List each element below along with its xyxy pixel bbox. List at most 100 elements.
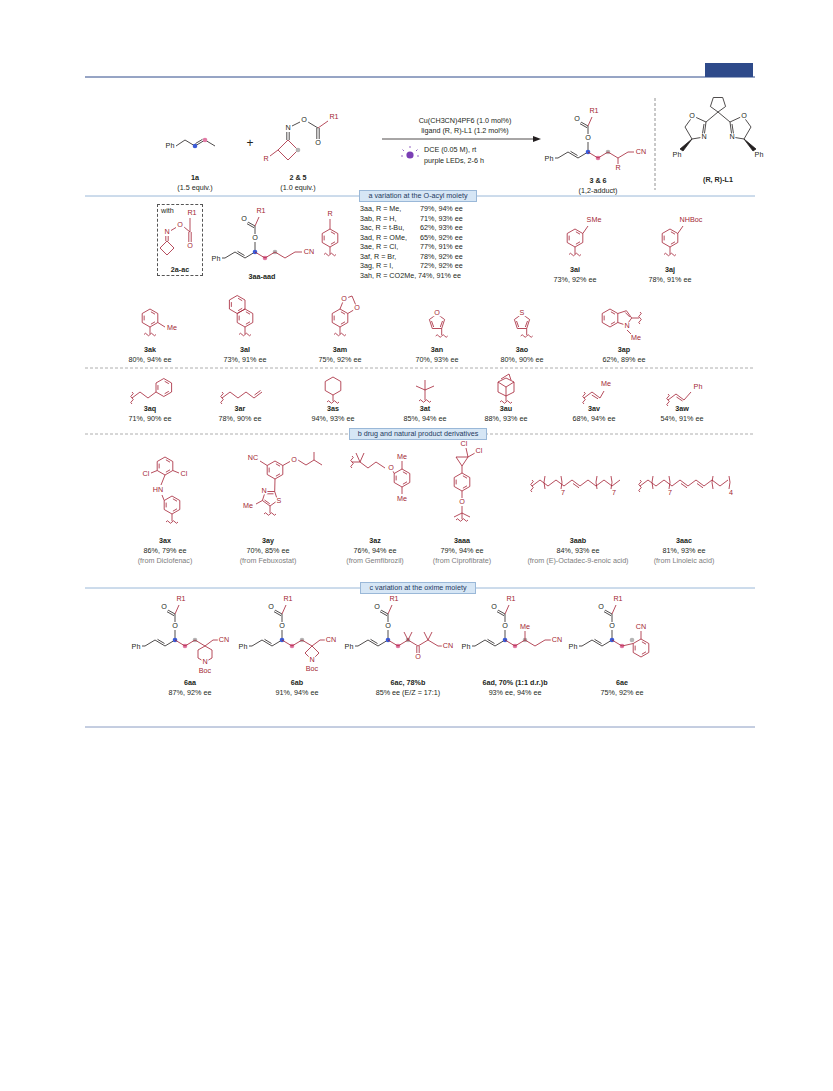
product-structures <box>330 219 331 229</box>
atom-label: CN <box>551 636 563 643</box>
product-structures <box>454 448 475 519</box>
node-text: with <box>161 207 199 214</box>
yield-text: 94%, 93% ee <box>312 415 355 422</box>
atom-label: R1 <box>175 595 186 602</box>
plus-sign: + <box>246 137 253 149</box>
condition-text: 3ag, R = I, <box>360 262 393 269</box>
atom-label: Cl <box>142 470 151 477</box>
atom-label: CN <box>218 636 230 643</box>
condition-text: 77%, 91% ee <box>420 243 463 250</box>
atom-label: Ph <box>165 142 176 149</box>
product-structures <box>456 457 468 466</box>
product-structures <box>132 392 156 398</box>
product-structures <box>158 323 165 328</box>
atom-label: R1 <box>255 207 266 214</box>
product-structures <box>166 521 178 524</box>
compound-number: 3av <box>588 405 600 412</box>
atom-label: NC <box>247 454 259 461</box>
atom-label: O <box>597 603 605 610</box>
compound-number: 3aaa <box>454 537 470 544</box>
atom-label: O <box>176 221 184 228</box>
atom-label: R <box>326 210 333 217</box>
section-band: c variation at the oxime moiety <box>360 582 475 594</box>
product-structures <box>249 605 304 648</box>
atom-label: O <box>584 134 592 141</box>
condition-text: 3ae, R = Cl, <box>360 243 398 250</box>
product-structures <box>419 400 431 403</box>
atom-label: O <box>278 622 286 629</box>
atom-label: S <box>276 497 283 504</box>
atom-label: O <box>608 622 616 629</box>
yield-text: 71%, 90% ee <box>129 415 172 422</box>
condition-text: purple LEDs, 2-6 h <box>424 157 484 164</box>
compound-number: 2 & 5 <box>289 174 306 181</box>
compound-number: 6ae <box>616 679 628 686</box>
yield-text: 84%, 93% ee <box>557 547 600 554</box>
scheme-text: ligand (R, R)-L1 (1.2 mol%) <box>421 127 508 134</box>
atom-label: R1 <box>328 113 339 120</box>
product-structures <box>355 605 410 648</box>
yield-text: 80%, 94% ee <box>129 356 172 363</box>
source-note: (from Febuxostat) <box>240 557 297 564</box>
condition-text: 3af, R = Br, <box>360 253 396 260</box>
yield-text: 81%, 93% ee <box>663 547 706 554</box>
product-structures <box>454 473 470 491</box>
product-structures <box>157 457 173 475</box>
atom-label: O <box>171 622 179 629</box>
condition-text: 71%, 93% ee <box>420 215 463 222</box>
yield-text: 68%, 94% ee <box>573 415 616 422</box>
yield-text: 62%, 89% ee <box>603 356 646 363</box>
condition-text: 72%, 92% ee <box>420 262 463 269</box>
atom-label: SMe <box>586 216 603 223</box>
scheme-text: (1,2-adduct) <box>579 187 618 194</box>
atom-label: Ph <box>344 643 355 650</box>
section-rules <box>85 368 755 369</box>
product-structures <box>222 217 277 260</box>
reaction-scheme <box>193 144 198 149</box>
product-structures <box>333 395 334 401</box>
atom-label: R1 <box>612 595 623 602</box>
section-band: a variation at the O-acyl moiety <box>359 190 476 202</box>
product-structures <box>432 321 443 335</box>
condition-text: 3ad, R = OMe, <box>360 234 407 241</box>
yield-text: 80%, 90% ee <box>501 356 544 363</box>
reaction-scheme <box>555 117 610 160</box>
product-structures <box>352 453 394 474</box>
product-structures <box>639 312 642 324</box>
atom-label: Me <box>630 334 642 341</box>
yield-text: 85% ee (E/Z = 17:1) <box>376 689 441 696</box>
condition-text: 78%, 92% ee <box>420 253 463 260</box>
atom-label: CN <box>635 148 647 155</box>
reaction-scheme <box>318 121 328 128</box>
atom-label: 7 <box>611 489 617 496</box>
atom-label: CN <box>635 623 647 630</box>
condition-text: 79%, 94% ee <box>420 205 463 212</box>
atom-label: O <box>251 234 259 241</box>
atom-label: O <box>688 112 696 119</box>
atom-label: Cl <box>475 447 484 454</box>
product-structures <box>142 605 197 648</box>
atom-label: CN <box>442 642 454 649</box>
section-rules <box>655 98 656 190</box>
yield-text: 93% ee, 94% ee <box>489 689 542 696</box>
compound-number: 3au <box>500 405 512 412</box>
reaction-scheme <box>744 139 756 151</box>
compound-number: 3ap <box>618 346 630 353</box>
yield-text: 73%, 91% ee <box>224 356 267 363</box>
product-structures <box>640 480 728 488</box>
atom-label: Ph <box>131 643 142 650</box>
atom-label: R1 <box>388 595 399 602</box>
compound-number: (R, R)-L1 <box>703 176 733 183</box>
source-note: (from Gemfibrozil) <box>346 557 404 564</box>
atom-label: N <box>163 228 170 235</box>
atom-label: N <box>260 487 267 494</box>
atom-label: Cl <box>460 440 469 447</box>
reaction-scheme <box>382 139 535 140</box>
atom-label: R1 <box>282 595 293 602</box>
product-structures <box>584 391 604 399</box>
compound-number: 6ad, 70% (1:1 d.r.)b <box>482 679 547 686</box>
product-structures <box>579 605 634 648</box>
atom-label: 7 <box>667 489 673 496</box>
atom-label: Boc <box>198 667 212 674</box>
scheme-text: Cu(CH3CN)4PF6 (1.0 mol%) <box>419 117 512 124</box>
